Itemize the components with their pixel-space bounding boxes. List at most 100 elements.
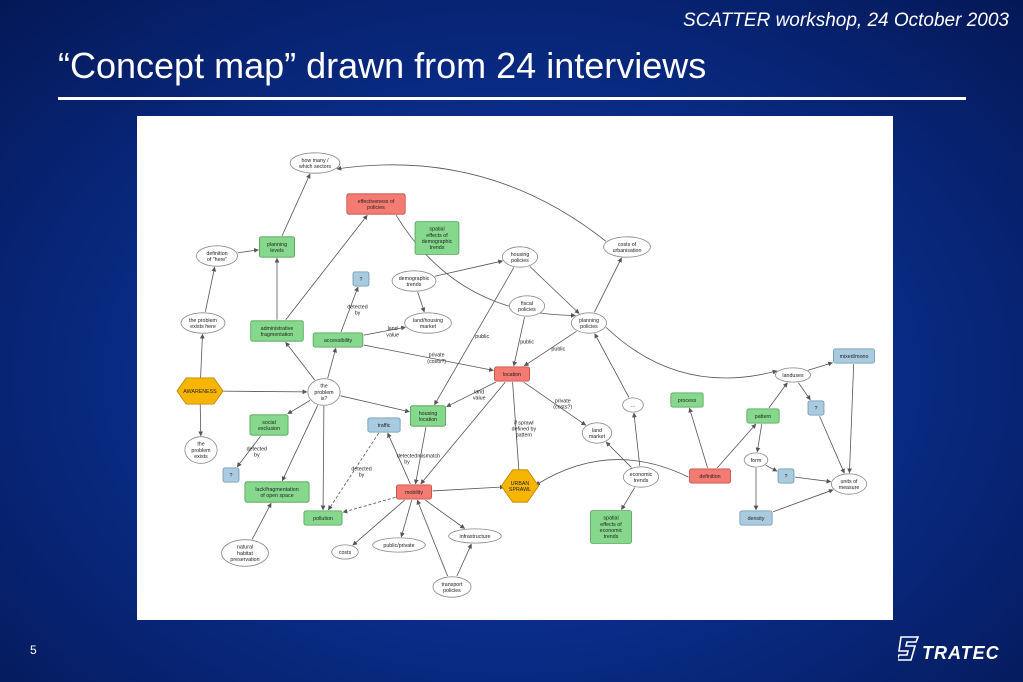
node-mobility: mobility <box>395 484 432 500</box>
svg-text:TRATEC: TRATEC <box>922 643 1000 663</box>
edge-awareness-to-problem_exists_here <box>199 333 205 383</box>
edge-mobility-to-public_private <box>400 499 413 538</box>
node-location: location <box>493 366 530 382</box>
svg-text:...: ... <box>631 403 635 409</box>
edge-location-to-land_market <box>523 381 587 426</box>
edge-landuses-to-mixed_mono <box>808 361 833 371</box>
edge-planning_policies-to-location <box>523 330 577 367</box>
edge-mobility-to-traffic <box>387 432 411 485</box>
svg-text:public/private: public/private <box>383 543 414 549</box>
node-how-many: how many /which sectors <box>289 152 341 174</box>
svg-text:form: form <box>751 458 762 464</box>
node-q1: ? <box>352 271 370 287</box>
edge-planning_policies-to-landuses <box>605 327 778 379</box>
edge-problem_is-to-housing_location <box>340 395 410 414</box>
edge-label: private(costs?) <box>427 353 446 365</box>
edge-planning_levels-to-how_many <box>281 173 311 236</box>
node-form: form <box>743 452 769 468</box>
svg-text:how many /which sectors: how many /which sectors <box>299 158 331 170</box>
svg-text:traffic: traffic <box>378 423 391 429</box>
node-public-private: public/private <box>372 537 426 553</box>
svg-text:costs: costs <box>339 550 352 556</box>
stratec-logo: TRATEC <box>898 636 1000 663</box>
svg-text:location: location <box>503 372 521 378</box>
edge-admin_frag-to-effectiveness <box>285 214 368 321</box>
node-costs: costs <box>331 544 359 560</box>
slide-title: “Concept map” drawn from 24 interviews <box>58 45 707 86</box>
edge-problem_is-to-lack_open_space <box>281 405 319 482</box>
edge-mobility-to-infrastructure <box>424 499 466 529</box>
edge-accessibility-to-landhousing_market <box>363 325 406 336</box>
edge-label: public <box>475 334 489 340</box>
edge-mobility-to-pollution <box>342 496 396 514</box>
edge-problem_is-to-admin_frag <box>285 341 316 381</box>
svg-text:density: density <box>748 516 765 522</box>
edge-demographic_trends-to-housing_policies <box>434 259 504 277</box>
node-landuses: landuses <box>775 367 812 383</box>
svg-text:pattern: pattern <box>755 414 772 420</box>
node-infrastructure: infrastructure <box>448 528 502 544</box>
node-mixed-mono: mixed/mono <box>833 348 875 364</box>
svg-text:mobility: mobility <box>405 490 423 496</box>
edge-label: public <box>551 347 565 353</box>
node-q2: ? <box>807 400 825 416</box>
edge-transport_policies-to-mobility <box>416 499 448 577</box>
edge-costs_urbanisation-to-how_many <box>336 164 607 242</box>
edge-problem_exists_here-to-definition_here <box>204 266 217 312</box>
edge-q2-to-units_measure <box>819 415 845 474</box>
edge-demographic_trends-to-landhousing_market <box>417 291 426 313</box>
edge-natural_habitat-to-lack_open_space <box>251 502 272 540</box>
svg-text:?: ? <box>230 473 233 479</box>
edge-q4-to-units_measure <box>794 476 832 484</box>
svg-text:AWARENESS: AWARENESS <box>183 389 217 395</box>
svg-text:accessibility: accessibility <box>324 338 353 344</box>
edge-label: private(costs?) <box>553 399 572 411</box>
workshop-caption: SCATTER workshop, 24 October 2003 <box>683 10 1009 31</box>
edge-definition-to-urban_sprawl <box>535 459 689 486</box>
node-pollution: pollution <box>303 510 343 526</box>
edge-label: mismatch <box>417 454 440 460</box>
edge-housing_location-to-mobility <box>413 427 427 485</box>
edge-problem_is-to-accessibility <box>327 347 338 379</box>
edge-traffic-to-pollution <box>327 432 380 511</box>
edge-housing_policies-to-housing_location <box>434 267 515 406</box>
svg-text:?: ? <box>785 474 788 480</box>
edge-economic_trends-to-dots <box>631 412 641 466</box>
node-q3: ? <box>222 467 240 483</box>
edge-awareness-to-problem_is <box>220 389 308 395</box>
svg-text:definition: definition <box>699 474 720 480</box>
edge-mobility-to-costs <box>352 499 405 546</box>
edge-pattern-to-landuses <box>768 382 788 409</box>
